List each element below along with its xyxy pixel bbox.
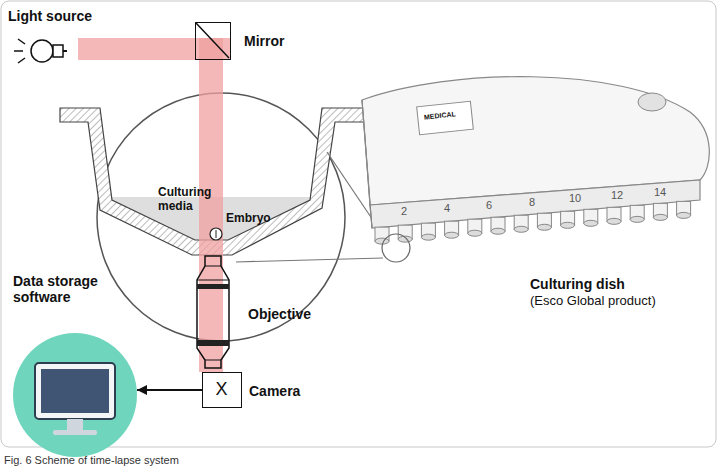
dish-note: (Esco Global product)	[530, 294, 656, 309]
well-number: 4	[439, 202, 455, 215]
zoom-marker	[382, 234, 410, 262]
node-label: Data storage software	[13, 273, 117, 305]
mirror-shape	[196, 23, 232, 61]
bulb-shape	[12, 34, 70, 68]
frame	[1, 1, 716, 447]
computer: Data storage software	[13, 333, 137, 457]
culturing-dish	[362, 77, 709, 245]
objective: Objective	[193, 256, 233, 368]
dish-label: Culturing dish	[530, 276, 625, 292]
well-number: 6	[481, 199, 497, 212]
well-number: 12	[609, 189, 625, 202]
objective-shape	[193, 256, 233, 368]
node-label: Objective	[248, 306, 311, 322]
node-caption: Camera	[249, 383, 300, 399]
well-number: 2	[396, 205, 412, 218]
monitor-shape	[13, 333, 137, 457]
figure-caption: Fig. 6 Scheme of time-lapse system	[4, 454, 179, 467]
light-beam	[199, 38, 223, 372]
camera-box: XCamera	[202, 372, 242, 408]
zoom-line	[236, 258, 383, 262]
media-label: Culturing media	[158, 186, 224, 214]
well-number: 10	[567, 192, 583, 205]
node-label: X	[203, 373, 240, 406]
node-label: Mirror	[244, 33, 284, 49]
arrow-connector	[137, 389, 202, 391]
light-source: Light source	[12, 34, 70, 68]
embryo	[210, 228, 222, 240]
logo-text: MEDICAL	[424, 110, 457, 121]
embryo-label: Embryo	[226, 212, 271, 226]
node-label: Light source	[8, 8, 92, 24]
well-number: 8	[524, 196, 540, 209]
mirror: Mirror	[195, 22, 231, 60]
well-number: 14	[652, 186, 668, 199]
